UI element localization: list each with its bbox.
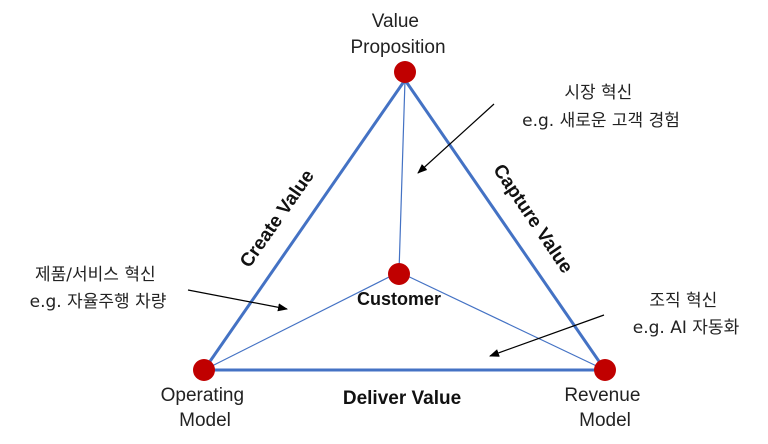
node-customer — [388, 263, 410, 285]
spoke-right-center — [398, 271, 606, 371]
arrow-product-innovation — [187, 289, 288, 312]
node-label-customer: Customer — [357, 289, 441, 309]
annotation-org-innovation: 조직 혁신 e.g. AI 자동화 — [633, 291, 740, 338]
annotation-product-innovation: 제품/서비스 혁신 e.g. 자율주행 차량 — [30, 265, 167, 312]
arrow-org-innovation — [489, 314, 605, 357]
edge-label-deliver-value: Deliver Value — [343, 388, 461, 409]
annotation-market-innovation: 시장 혁신 e.g. 새로운 고객 경험 — [522, 83, 680, 131]
node-value-proposition — [394, 61, 416, 83]
node-operating-model — [193, 359, 215, 381]
node-label-operating-model: Operating Model — [161, 385, 250, 431]
edge-label-create-value: Create Value — [236, 166, 319, 271]
spoke-left-center — [203, 271, 400, 371]
node-label-value-proposition: Value Proposition — [350, 11, 445, 58]
arrow-market-innovation — [417, 103, 495, 174]
node-label-revenue-model: Revenue Model — [564, 385, 645, 431]
edge-create-value — [202, 79, 407, 371]
node-revenue-model — [594, 359, 616, 381]
edge-capture-value — [403, 79, 607, 371]
spoke-top-center — [398, 79, 406, 273]
